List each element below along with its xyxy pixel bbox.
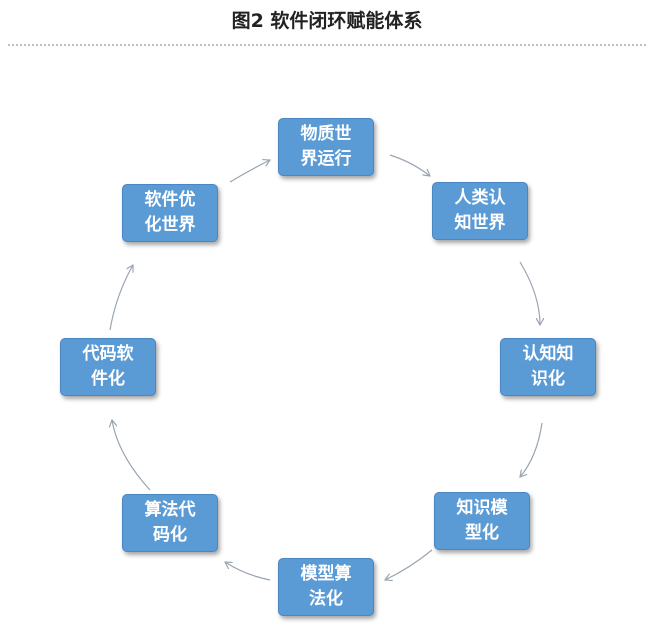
node-label-line: 软件优 — [144, 190, 196, 210]
node-code-to-software: 代码软件化 — [60, 338, 156, 396]
node-label-line: 识化 — [531, 369, 565, 389]
node-label-line: 件化 — [91, 369, 125, 389]
node-label-line: 码化 — [153, 525, 187, 545]
node-human-cognition: 人类认知世界 — [432, 182, 528, 240]
node-label-line: 界运行 — [300, 149, 352, 169]
dotted-divider — [8, 44, 646, 46]
node-label-line: 化世界 — [144, 215, 196, 235]
arrow-2-to-3 — [519, 261, 540, 325]
arrow-1-to-2 — [389, 154, 430, 176]
node-software-optimizes-world: 软件优化世界 — [122, 184, 218, 242]
node-label-line: 物质世 — [300, 124, 352, 144]
node-knowledge-to-model: 知识模型化 — [434, 492, 530, 550]
node-model-to-algorithm: 模型算法化 — [278, 558, 374, 616]
node-label-line: 知世界 — [454, 213, 506, 233]
node-label-line: 人类认 — [454, 188, 506, 208]
node-label-line: 知识模 — [456, 498, 508, 518]
node-label-line: 型化 — [465, 523, 499, 543]
node-algorithm-to-code: 算法代码化 — [122, 494, 218, 552]
node-label-line: 代码软 — [82, 344, 134, 364]
arrow-5-to-6 — [225, 562, 271, 581]
node-label-line: 法化 — [309, 589, 343, 609]
node-label-line: 算法代 — [144, 500, 196, 520]
arrow-6-to-7 — [112, 420, 151, 491]
arrow-7-to-8 — [109, 265, 133, 331]
node-label-line: 模型算 — [300, 564, 352, 584]
node-label-line: 认知知 — [522, 344, 574, 364]
arrow-3-to-4 — [520, 422, 543, 477]
node-physical-world-operation: 物质世界运行 — [278, 118, 374, 176]
arrow-4-to-5 — [385, 549, 433, 580]
arrow-8-to-1 — [229, 160, 270, 183]
diagram-title: 图2 软件闭环赋能体系 — [231, 10, 423, 32]
node-cognition-to-knowledge: 认知知识化 — [500, 338, 596, 396]
